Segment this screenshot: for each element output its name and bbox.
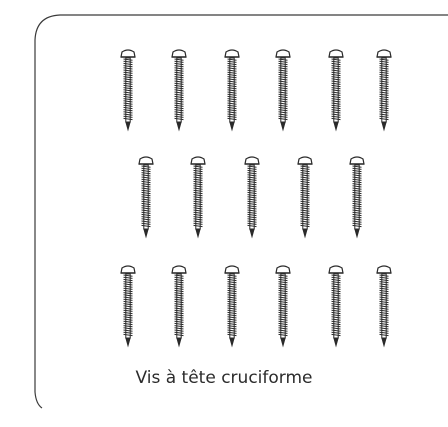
- screw-icon: [376, 265, 392, 348]
- screw-icon: [190, 156, 206, 239]
- screw-icon: [328, 265, 344, 348]
- screw-icon: [328, 49, 344, 132]
- screw-icon: [171, 49, 187, 132]
- screw-icon: [376, 49, 392, 132]
- screw-icon: [349, 156, 365, 239]
- screw-icon: [171, 265, 187, 348]
- screw-icon: [297, 156, 313, 239]
- screw-icon: [224, 265, 240, 348]
- screw-icon: [120, 49, 136, 132]
- figure-caption: Vis à tête cruciforme: [135, 368, 313, 388]
- screw-icon: [224, 49, 240, 132]
- screw-icon: [275, 265, 291, 348]
- screw-icon: [120, 265, 136, 348]
- screw-icon: [244, 156, 260, 239]
- screw-icon: [138, 156, 154, 239]
- screw-icon: [275, 49, 291, 132]
